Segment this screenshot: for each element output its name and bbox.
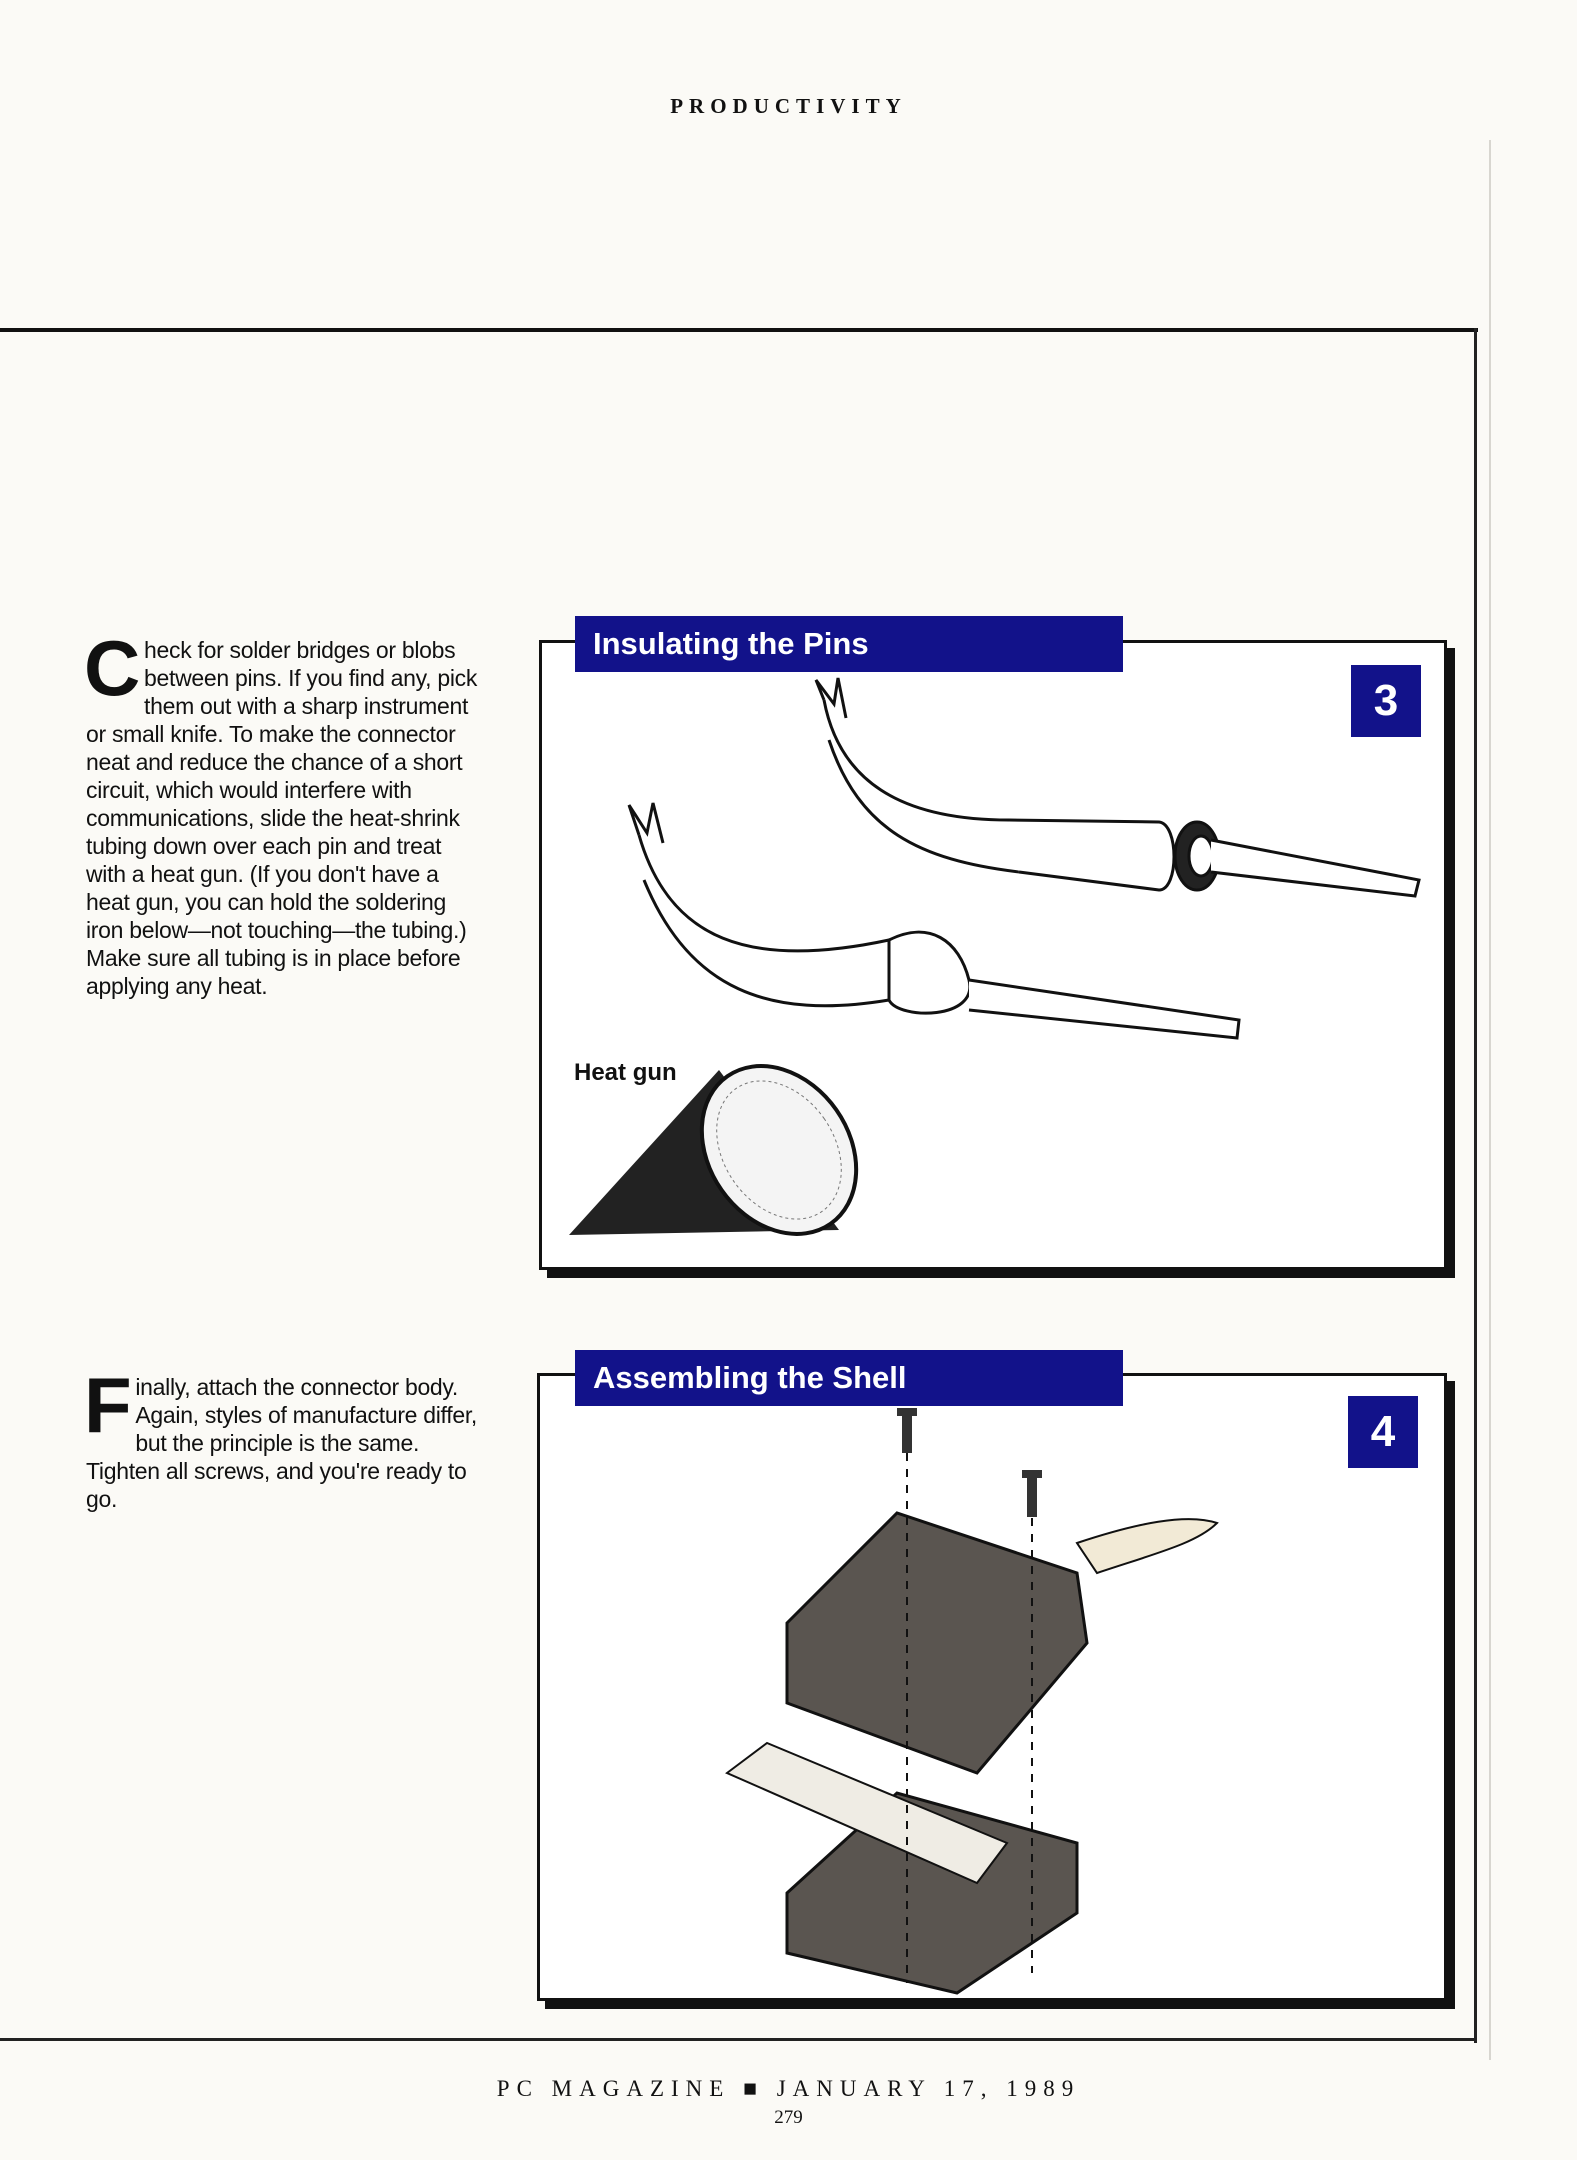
paragraph-text: heck for solder bridges or blobs between… [86,637,478,999]
page-edge-rule [1489,140,1491,2060]
issue-date: JANUARY 17, 1989 [776,2076,1081,2101]
publication-name: PC MAGAZINE [496,2076,731,2101]
drop-cap: F [84,1361,132,1449]
figure-3-illustration [569,677,1421,1236]
figure-3-number: 3 [1351,665,1421,737]
paragraph-text: inally, attach the connector body. Again… [86,1374,477,1512]
figure-4-number: 4 [1348,1396,1418,1468]
heat-gun [569,1064,859,1236]
cable [1075,1518,1219,1575]
db-connector [725,1741,1009,1885]
screw-left [897,1408,917,1453]
screw-right [1022,1470,1042,1517]
bottom-rule [0,2038,1476,2041]
top-rule [0,328,1478,332]
right-rule [1474,328,1477,2043]
heat-gun-label: Heat gun [574,1059,677,1086]
page-number: 279 [774,2107,803,2128]
drop-cap: C [84,624,141,712]
shell-top [785,1511,1089,1775]
figure-4-title: Assembling the Shell [575,1350,1123,1406]
footer-line: PC MAGAZINE ■ JANUARY 17, 1989 [0,2076,1577,2102]
wire-lower [627,802,1241,1040]
wire-upper [814,677,1421,898]
section-header: PRODUCTIVITY [670,94,907,118]
figure-3-title: Insulating the Pins [575,616,1123,672]
footer-separator: ■ [743,2076,764,2101]
figure-4-illustration [725,1408,1219,1995]
